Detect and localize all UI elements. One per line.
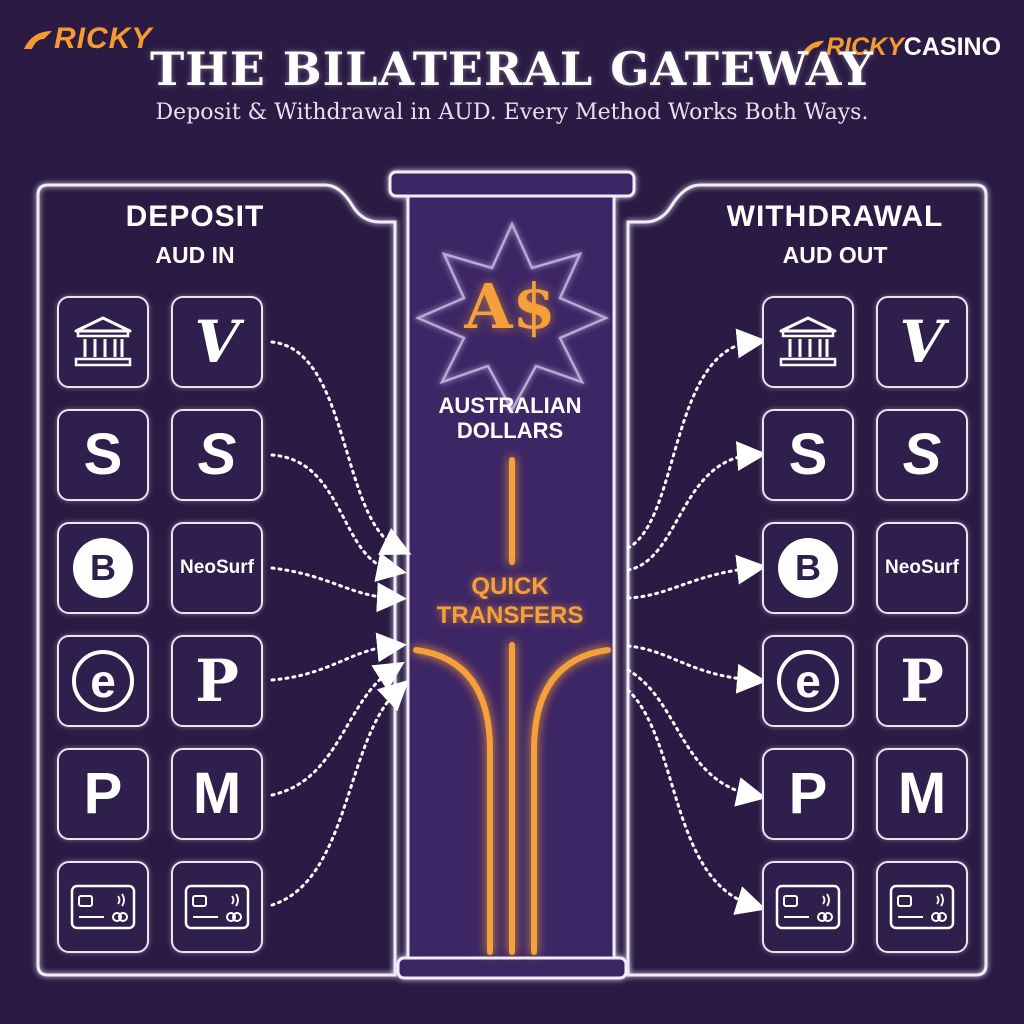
m-brand-icon: M	[192, 761, 242, 826]
ricky-casino-logo-main: RICKY	[826, 33, 904, 61]
deposit-method-p[interactable]: P	[57, 748, 149, 840]
deposit-method-p-serif[interactable]: P	[171, 635, 263, 727]
s-swoosh-brand-icon: S	[902, 422, 942, 487]
e-brand-icon: e	[72, 650, 134, 712]
withdrawal-method-s[interactable]: S	[762, 409, 854, 501]
p-brand-icon: P	[788, 761, 828, 826]
transfer-fork-lines	[413, 457, 611, 955]
v-brand-icon: V	[899, 308, 945, 376]
deposit-method-v[interactable]: V	[171, 296, 263, 388]
federation-star-icon	[414, 220, 610, 413]
deposit-method-e[interactable]: e	[57, 635, 149, 727]
ricky-logo: RICKY	[22, 22, 152, 56]
deposit-method-neosurf[interactable]: NeoSurf	[171, 522, 263, 614]
s-swoosh-brand-icon: S	[197, 422, 237, 487]
neosurf-icon: NeoSurf	[180, 557, 254, 578]
deposit-heading-block: DEPOSIT AUD IN	[70, 200, 320, 269]
ricky-casino-logo: RICKYCASINO	[800, 33, 1001, 62]
p-brand-icon: P	[83, 761, 123, 826]
bitcoin-icon: B	[73, 538, 133, 598]
ricky-logo-text: RICKY	[54, 22, 153, 55]
withdrawal-heading-block: WITHDRAWAL AUD OUT	[700, 200, 970, 269]
withdrawal-arrows	[626, 328, 767, 915]
ricky-logo-mark-icon	[24, 31, 52, 50]
v-brand-icon: V	[194, 308, 240, 376]
withdrawal-method-p[interactable]: P	[762, 748, 854, 840]
withdrawal-method-e[interactable]: e	[762, 635, 854, 727]
withdrawal-method-s-swoosh[interactable]: S	[876, 409, 968, 501]
credit-card-icon	[889, 884, 955, 930]
deposit-method-card1[interactable]	[57, 861, 149, 953]
e-brand-icon: e	[777, 650, 839, 712]
currency-symbol: A$	[464, 270, 556, 343]
withdrawal-method-card1[interactable]	[762, 861, 854, 953]
quick-transfers-label: QUICK TRANSFERS	[436, 573, 584, 629]
p-serif-brand-icon: P	[195, 647, 239, 715]
neosurf-icon: NeoSurf	[885, 557, 959, 578]
bank-icon	[74, 316, 132, 367]
withdrawal-method-v[interactable]: V	[876, 296, 968, 388]
withdrawal-heading: WITHDRAWAL	[726, 200, 944, 233]
withdrawal-subheading: AUD OUT	[782, 242, 888, 268]
deposit-heading: DEPOSIT	[125, 200, 265, 233]
deposit-subheading: AUD IN	[155, 242, 235, 268]
withdrawal-method-m[interactable]: M	[876, 748, 968, 840]
deposit-method-m[interactable]: M	[171, 748, 263, 840]
s-brand-icon: S	[788, 422, 828, 487]
withdrawal-method-bitcoin[interactable]: B	[762, 522, 854, 614]
deposit-method-s[interactable]: S	[57, 409, 149, 501]
credit-card-icon	[70, 884, 136, 930]
deposit-arrows	[270, 340, 412, 907]
page-title: THE BILATERAL GATEWAY	[150, 42, 874, 96]
credit-card-icon	[184, 884, 250, 930]
p-serif-brand-icon: P	[900, 647, 944, 715]
bitcoin-icon: B	[778, 538, 838, 598]
deposit-method-card2[interactable]	[171, 861, 263, 953]
currency-name: AUSTRALIAN DOLLARS	[438, 393, 582, 444]
withdrawal-method-neosurf[interactable]: NeoSurf	[876, 522, 968, 614]
withdrawal-method-bank[interactable]	[762, 296, 854, 388]
withdrawal-method-p-serif[interactable]: P	[876, 635, 968, 727]
withdrawal-method-card2[interactable]	[876, 861, 968, 953]
m-brand-icon: M	[897, 761, 947, 826]
ricky-casino-logo-suffix: CASINO	[903, 33, 1002, 61]
deposit-method-s-swoosh[interactable]: S	[171, 409, 263, 501]
s-brand-icon: S	[83, 422, 123, 487]
ricky-casino-logo-mark-icon	[801, 41, 825, 56]
page-subtitle: Deposit & Withdrawal in AUD. Every Metho…	[155, 100, 869, 125]
bank-icon	[779, 316, 837, 367]
deposit-method-bitcoin[interactable]: B	[57, 522, 149, 614]
deposit-method-bank[interactable]	[57, 296, 149, 388]
credit-card-icon	[775, 884, 841, 930]
